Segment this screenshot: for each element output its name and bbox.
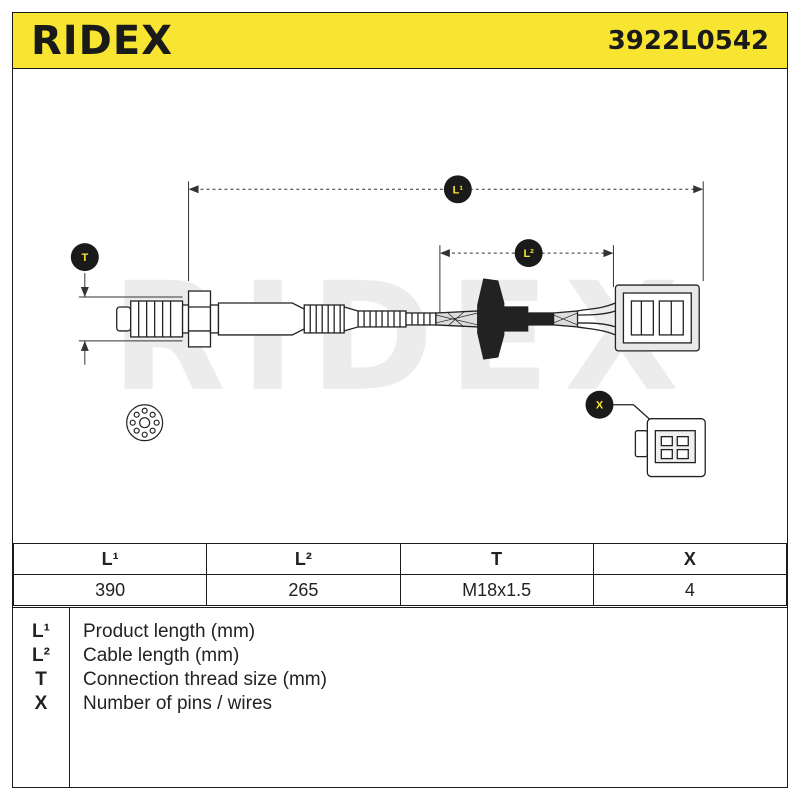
spec-value-l1: 390 bbox=[12, 574, 208, 606]
badge-t-label: T bbox=[81, 252, 88, 264]
legend: L¹ Product length (mm) L² Cable length (… bbox=[13, 607, 787, 788]
legend-symbol: L² bbox=[32, 645, 50, 666]
spec-value-t: M18x1.5 bbox=[399, 574, 594, 606]
connector-plug-icon bbox=[613, 404, 706, 478]
legend-symbol: L¹ bbox=[32, 621, 50, 642]
badge-l1 bbox=[443, 175, 472, 204]
part-number: 3922L0542 bbox=[607, 26, 769, 56]
dimension-t bbox=[78, 273, 183, 365]
spec-header-x: X bbox=[592, 543, 788, 575]
page-frame: RIDEX 3922L0542 RIDEX L¹ L² bbox=[12, 12, 788, 788]
header-bar: RIDEX 3922L0542 bbox=[13, 13, 787, 69]
spec-value-row: 390 265 M18x1.5 4 bbox=[12, 574, 788, 606]
technical-drawing: RIDEX L¹ L² T bbox=[70, 175, 706, 478]
badge-l1-label: L¹ bbox=[453, 184, 464, 196]
badge-l2-label: L² bbox=[523, 248, 534, 260]
spec-header-t: T bbox=[399, 543, 594, 575]
legend-symbol: X bbox=[34, 693, 48, 714]
spec-value-x: 4 bbox=[592, 574, 788, 606]
badge-x bbox=[585, 390, 614, 419]
legend-text: Number of pins / wires bbox=[83, 693, 273, 714]
legend-text: Product length (mm) bbox=[83, 621, 256, 642]
legend-divider bbox=[69, 608, 71, 788]
spec-header-l1: L¹ bbox=[12, 543, 208, 575]
brand-logo: RIDEX bbox=[31, 18, 174, 64]
sensor-end-view-icon bbox=[126, 404, 164, 442]
badge-t bbox=[70, 243, 99, 272]
oxygen-sensor-icon bbox=[116, 278, 700, 360]
spec-table: L¹ L² T X 390 265 M18x1.5 4 bbox=[12, 543, 788, 606]
badge-x-label: X bbox=[596, 400, 604, 412]
spec-header-l2: L² bbox=[206, 543, 401, 575]
legend-text: Cable length (mm) bbox=[83, 645, 240, 666]
spec-value-l2: 265 bbox=[206, 574, 401, 606]
legend-symbol: T bbox=[35, 669, 47, 690]
spec-header-row: L¹ L² T X bbox=[12, 543, 788, 575]
badge-l2 bbox=[514, 239, 543, 268]
legend-text: Connection thread size (mm) bbox=[83, 669, 327, 690]
